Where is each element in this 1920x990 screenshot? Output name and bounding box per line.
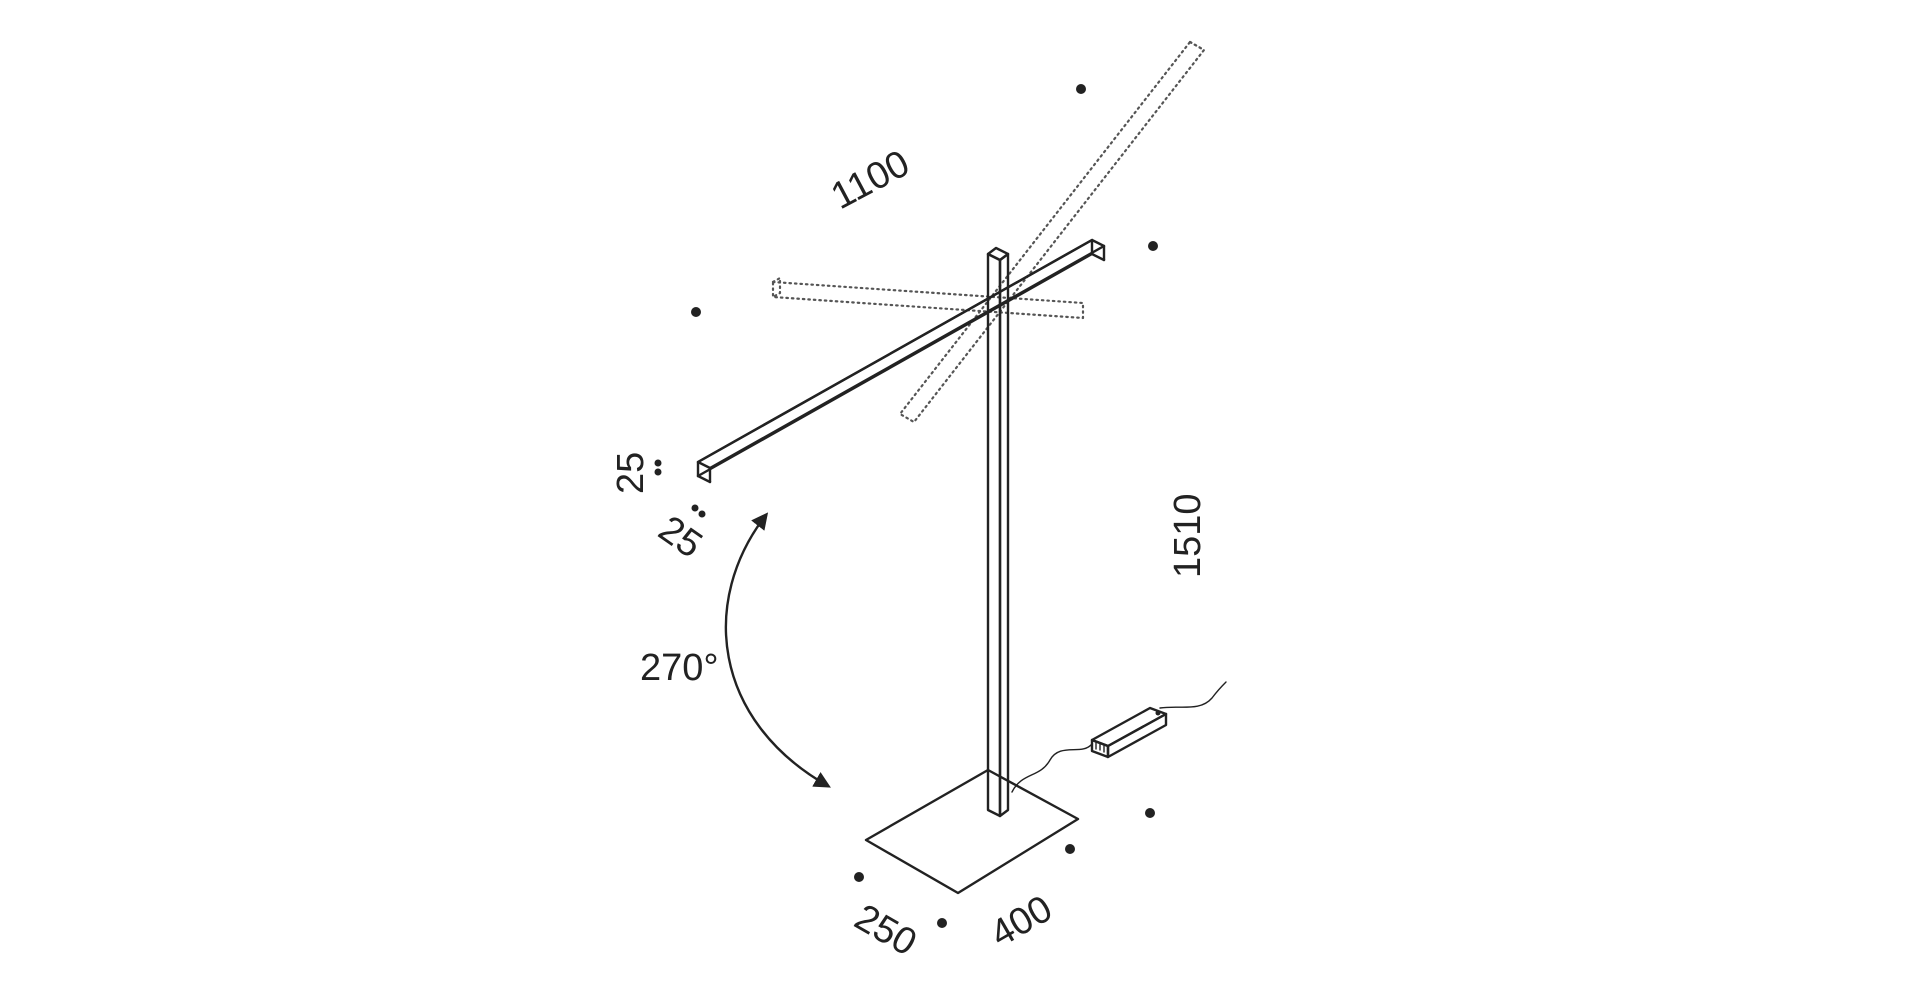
ghost-arm-steep	[898, 40, 1206, 424]
profile-reference-dot	[698, 510, 706, 518]
base-reference-dot	[1065, 844, 1075, 854]
profile-reference-dot	[654, 459, 662, 467]
base-width-label: 250	[848, 896, 924, 964]
arm-length-reference-dot	[1076, 84, 1086, 94]
base-length-label: 400	[984, 888, 1060, 956]
dimension-reference-dots	[654, 84, 1158, 928]
lamp-pole	[986, 246, 1010, 818]
arm-length-label: 1100	[825, 142, 917, 217]
arm-length-reference-dot	[691, 307, 701, 317]
base-reference-dot	[937, 918, 947, 928]
height-reference-dot	[1145, 808, 1155, 818]
ghost-arm-flat	[771, 276, 1085, 320]
lamp-arm	[696, 238, 1106, 484]
base-reference-dot	[854, 872, 864, 882]
power-cable	[1011, 681, 1227, 793]
profile-reference-dot	[654, 468, 662, 476]
profile-reference-dot	[691, 504, 699, 512]
rotation-angle-label: 270°	[640, 647, 719, 689]
lamp-base	[864, 768, 1080, 895]
height-label: 1510	[1167, 493, 1209, 578]
profile-height-label: 25	[610, 452, 652, 494]
height-reference-dot	[1148, 241, 1158, 251]
led-driver-box	[1090, 706, 1168, 759]
rotation-arrow	[724, 512, 831, 788]
